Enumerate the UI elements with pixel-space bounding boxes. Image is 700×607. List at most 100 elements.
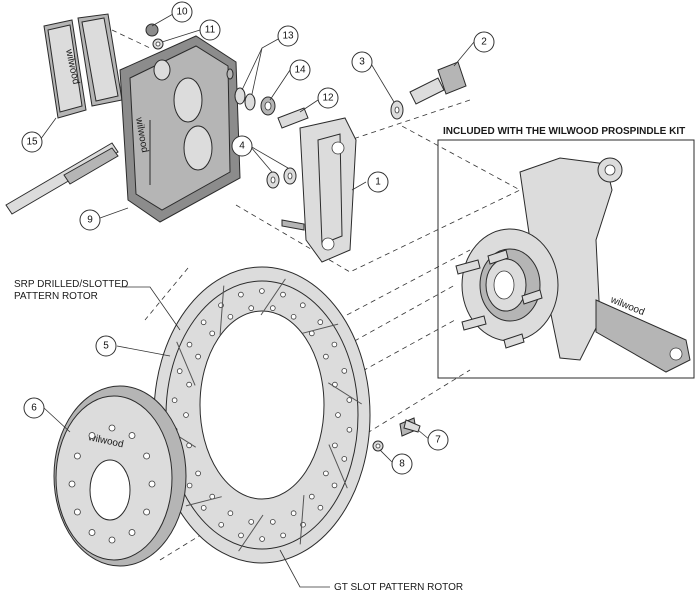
hat-bolt-hole — [68, 480, 76, 488]
rotor-drill-hole — [299, 302, 306, 309]
callout-number: 2 — [481, 37, 487, 48]
rotor-drill-hole — [308, 493, 315, 500]
callout-leaders — [39, 13, 475, 463]
rotor-drill-hole — [227, 510, 234, 517]
caliper: wilwood — [119, 35, 241, 223]
mounting-bolt — [409, 61, 467, 105]
rotor-drill-hole — [331, 341, 338, 348]
rotor-drill-hole — [290, 510, 297, 517]
srp-label-line2: PATTERN ROTOR — [14, 291, 98, 302]
callout-number: 15 — [26, 137, 38, 148]
gt-slot-label: GT SLOT PATTERN ROTOR — [334, 582, 463, 593]
prospindle-kit-box: INCLUDED WITH THE WILWOOD PROSPINDLE KIT… — [437, 126, 695, 379]
hat-bolt-hole — [143, 452, 151, 460]
callout-circle — [351, 51, 373, 73]
caliper-bracket — [281, 117, 357, 263]
rotor-drill-hole — [341, 368, 348, 374]
shims-and-bolt — [226, 68, 309, 129]
rotor-slot — [238, 514, 264, 552]
callout-7: 7 — [427, 429, 449, 451]
hat-bolt-hole — [88, 432, 96, 439]
rotor-drill-hole — [183, 412, 189, 418]
callout-circle — [391, 453, 413, 475]
callout-15: 15 — [21, 131, 43, 153]
rotor-drill-hole — [290, 313, 297, 320]
rotor-drill-hole — [335, 412, 341, 418]
rotor-drill-hole — [331, 482, 338, 489]
washers-4 — [266, 167, 297, 189]
rotor-drill-hole — [269, 305, 276, 311]
callout-circle — [367, 171, 389, 193]
hat-bolt-hole — [74, 508, 81, 516]
rotor-bolt-and-washer — [372, 417, 421, 452]
callout-circle — [277, 25, 299, 47]
callout-11: 11 — [199, 19, 221, 41]
callout-4: 4 — [231, 135, 253, 157]
callout-circle — [199, 19, 221, 41]
rotor-slot — [185, 496, 222, 507]
callout-5: 5 — [95, 335, 117, 357]
callout-circle — [95, 335, 117, 357]
rotor-drill-hole — [186, 381, 192, 388]
rotor-drill-hole — [332, 442, 338, 449]
rotor-drill-hole — [238, 291, 244, 298]
rotor-slot — [328, 382, 362, 405]
washer-3 — [390, 100, 404, 120]
nut-and-washer — [145, 23, 164, 50]
rotor-drill-hole — [227, 313, 234, 320]
hat-bolt-hole — [88, 529, 96, 536]
rotor-drill-hole — [195, 470, 201, 477]
hat-bolt-hole — [108, 424, 116, 432]
rotor-drill-hole — [323, 470, 329, 477]
rotor-drill-hole — [200, 505, 207, 511]
srp-label-line1: SRP DRILLED/SLOTTED — [14, 279, 128, 290]
callout-3: 3 — [351, 51, 373, 73]
hat-bolt-hole — [128, 432, 136, 439]
callout-1: 1 — [367, 171, 389, 193]
hat-bolt-hole — [128, 529, 136, 536]
callout-12: 12 — [317, 87, 339, 109]
callout-number: 12 — [322, 93, 334, 104]
rotor-drill-hole — [186, 341, 193, 348]
rotor-drill-hole — [195, 353, 201, 360]
rotor-slot — [328, 444, 348, 489]
callout-number: 1 — [375, 177, 381, 188]
callout-number: 13 — [282, 31, 294, 42]
callout-8: 8 — [391, 453, 413, 475]
callout-number: 10 — [176, 7, 188, 18]
callout-circle — [317, 87, 339, 109]
rotor-drill-hole — [186, 482, 193, 489]
rotor-drill-hole — [176, 368, 183, 374]
rotor-drill-hole — [248, 305, 255, 311]
rotor-drill-hole — [248, 519, 255, 525]
callout-13: 13 — [277, 25, 299, 47]
kit-note-label: INCLUDED WITH THE WILWOOD PROSPINDLE KIT — [443, 126, 685, 137]
pad-retaining-pin — [5, 142, 119, 215]
rotor-drill-hole — [259, 288, 265, 294]
callout-number: 11 — [205, 25, 216, 36]
rotor-slot — [176, 341, 196, 386]
callout-14: 14 — [289, 59, 311, 81]
rotor-drill-hole — [209, 330, 216, 337]
callout-number: 5 — [103, 341, 109, 352]
rotor-drill-hole — [323, 353, 329, 360]
rotor-slot — [302, 323, 339, 334]
rotor-drill-hole — [238, 532, 244, 539]
callout-number: 9 — [87, 215, 93, 226]
hat-bolt-hole — [108, 536, 116, 544]
rotor-drill-hole — [317, 504, 324, 511]
callout-6: 6 — [23, 397, 45, 419]
rotor-drill-hole — [317, 319, 324, 325]
callout-number: 6 — [31, 403, 37, 414]
callout-circle — [289, 59, 311, 81]
rotor-drill-hole — [346, 397, 353, 403]
callout-number: 4 — [239, 141, 245, 152]
rotor-slot — [260, 278, 286, 316]
rotor-drill-hole — [280, 291, 286, 298]
rotor-drill-hole — [341, 456, 348, 462]
rotor-drill-hole — [171, 397, 178, 404]
callout-number: 3 — [359, 57, 365, 68]
